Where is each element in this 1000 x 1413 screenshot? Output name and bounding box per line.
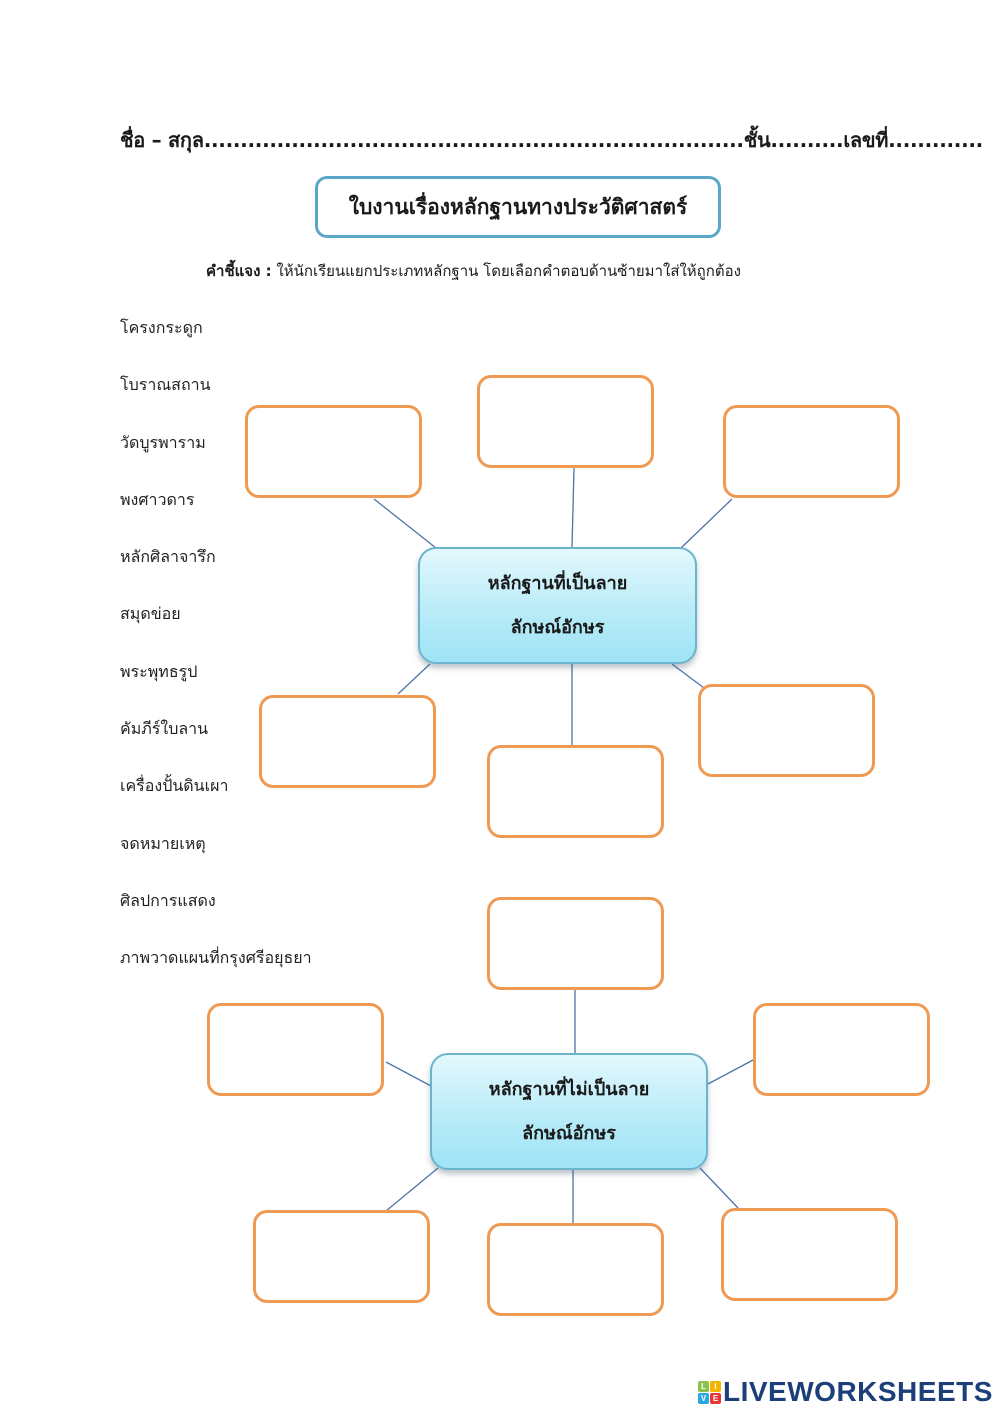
word-bank-item[interactable]: พระพุทธรูป bbox=[120, 662, 198, 681]
center-node-line2: ลักษณ์อักษร bbox=[522, 1122, 616, 1144]
word-bank-item[interactable]: โครงกระดูก bbox=[120, 318, 203, 337]
class-label: ชั้น bbox=[743, 128, 771, 152]
logo-letter: I bbox=[710, 1380, 721, 1392]
number-label: เลขที่ bbox=[843, 128, 889, 152]
answer-box[interactable] bbox=[245, 405, 422, 498]
answer-box[interactable] bbox=[753, 1003, 930, 1096]
name-field[interactable]: ........................................… bbox=[203, 128, 744, 152]
logo-letter: L bbox=[698, 1380, 709, 1392]
word-bank-item[interactable]: เครื่องปั้นดินเผา bbox=[120, 776, 229, 795]
liveworksheets-logo: L I V E LIVEWORKSHEETS bbox=[698, 1378, 993, 1406]
brand-name: LIVEWORKSHEETS bbox=[723, 1376, 993, 1407]
answer-box[interactable] bbox=[721, 1208, 898, 1301]
word-bank-item[interactable]: วัดบูรพาราม bbox=[120, 433, 206, 452]
center-node-line1: หลักฐานที่ไม่เป็นลาย bbox=[488, 1078, 650, 1100]
answer-box[interactable] bbox=[487, 745, 664, 838]
class-field[interactable]: .......... bbox=[770, 128, 844, 152]
answer-box[interactable] bbox=[723, 405, 900, 498]
word-bank-item[interactable]: สมุดข่อย bbox=[120, 604, 181, 623]
answer-box[interactable] bbox=[259, 695, 436, 788]
worksheet-title-text: ใบงานเรื่องหลักฐานทางประวัติศาสตร์ bbox=[348, 194, 688, 219]
word-bank-item[interactable]: ศิลปการแสดง bbox=[120, 891, 216, 910]
center-node-line1: หลักฐานที่เป็นลาย bbox=[487, 572, 628, 594]
answer-box[interactable] bbox=[487, 1223, 664, 1316]
word-bank-item[interactable]: คัมภีร์ใบลาน bbox=[120, 719, 209, 738]
answer-box[interactable] bbox=[477, 375, 654, 468]
word-bank-item[interactable]: พงศาวดาร bbox=[120, 490, 195, 509]
answer-box[interactable] bbox=[487, 897, 664, 990]
center-node-written: หลักฐานที่เป็นลาย ลักษณ์อักษร bbox=[418, 547, 697, 664]
instruction: คำชี้แจง : ให้นักเรียนแยกประเภทหลักฐาน โ… bbox=[206, 259, 806, 283]
live-logo-icon: L I V E bbox=[698, 1380, 721, 1404]
logo-letter: V bbox=[698, 1392, 709, 1404]
center-node-line2: ลักษณ์อักษร bbox=[510, 616, 605, 638]
word-bank-item[interactable]: ภาพวาดแผนที่กรุงศรีอยุธยา bbox=[120, 948, 312, 967]
answer-box[interactable] bbox=[698, 684, 875, 777]
instruction-label: คำชี้แจง : bbox=[206, 262, 272, 280]
word-bank-item[interactable]: หลักศิลาจารึก bbox=[120, 547, 216, 566]
answer-box[interactable] bbox=[207, 1003, 384, 1096]
number-field[interactable]: ............. bbox=[888, 128, 983, 152]
word-bank-item[interactable]: โบราณสถาน bbox=[120, 375, 211, 394]
logo-letter: E bbox=[710, 1392, 721, 1404]
worksheet-title: ใบงานเรื่องหลักฐานทางประวัติศาสตร์ bbox=[315, 176, 721, 238]
center-node-non-written: หลักฐานที่ไม่เป็นลาย ลักษณ์อักษร bbox=[430, 1053, 708, 1170]
instruction-text: ให้นักเรียนแยกประเภทหลักฐาน โดยเลือกคำตอ… bbox=[271, 262, 741, 280]
word-bank-item[interactable]: จดหมายเหตุ bbox=[120, 834, 206, 853]
answer-box[interactable] bbox=[253, 1210, 430, 1303]
student-info-line: ชื่อ – สกุล.............................… bbox=[120, 124, 983, 156]
name-label: ชื่อ – สกุล bbox=[120, 128, 204, 152]
